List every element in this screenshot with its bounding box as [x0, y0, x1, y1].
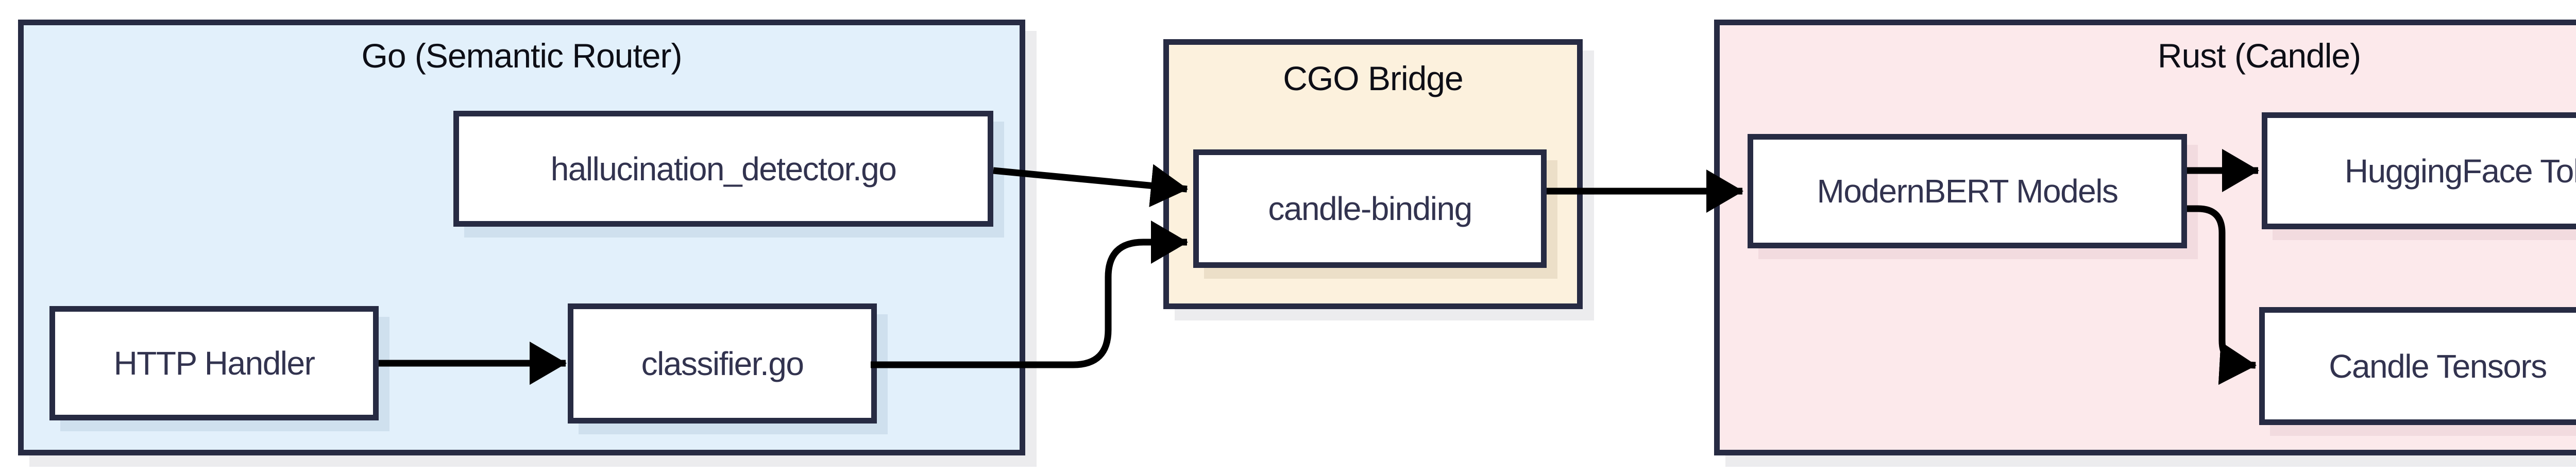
node-huggingface-tokenizers-label: HuggingFace Tokenizers — [2344, 152, 2576, 190]
node-modernbert-models-label: ModernBERT Models — [1817, 173, 2119, 210]
node-http-handler: HTTP Handler — [49, 306, 379, 420]
node-modernbert-models: ModernBERT Models — [1748, 134, 2187, 248]
node-candle-binding: candle-binding — [1193, 149, 1547, 268]
node-hallucination-detector-go: hallucination_detector.go — [453, 111, 993, 227]
cluster-go-label: Go (Semantic Router) — [361, 37, 683, 75]
node-classifier-go: classifier.go — [568, 303, 877, 424]
node-huggingface-tokenizers: HuggingFace Tokenizers — [2262, 112, 2576, 229]
node-http-handler-label: HTTP Handler — [113, 345, 315, 382]
node-hallucination-detector-go-label: hallucination_detector.go — [550, 150, 897, 188]
cluster-rust-label: Rust (Candle) — [2157, 37, 2361, 75]
node-candle-binding-label: candle-binding — [1268, 190, 1472, 227]
cluster-cgo-label: CGO Bridge — [1283, 59, 1463, 97]
node-candle-tensors: Candle Tensors — [2259, 307, 2576, 425]
node-classifier-go-label: classifier.go — [641, 345, 804, 382]
node-candle-tensors-label: Candle Tensors — [2329, 347, 2547, 385]
